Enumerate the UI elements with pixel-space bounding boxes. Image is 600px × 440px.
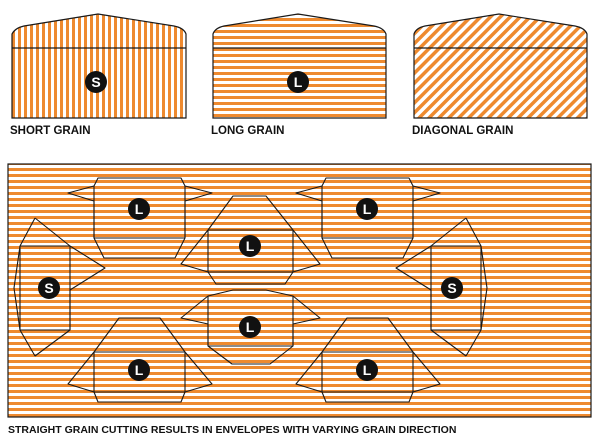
sheet-envelope-top-left [67,177,213,259]
caption-bottom: STRAIGHT GRAIN CUTTING RESULTS IN ENVELO… [8,424,456,436]
envelope-short-grain: S [11,13,187,119]
badge-left-short: S [38,277,60,299]
sheet-envelope-bottom-center [180,289,321,365]
svg-text:L: L [246,238,255,254]
long-grain-badge: L [287,71,309,93]
badge-top-center: L [239,235,261,257]
sheet-envelope-right-short [395,217,488,357]
badge-bottom-right: L [356,359,378,381]
caption-long-grain: LONG GRAIN [211,125,284,137]
sheet-envelope-bottom-left [67,317,213,403]
envelope-diagonal-grain [413,13,588,119]
short-grain-badge: S [85,71,107,93]
svg-text:L: L [135,362,144,378]
badge-top-right: L [356,198,378,220]
svg-text:L: L [363,201,372,217]
badge-top-left: L [128,198,150,220]
sheet-badges: L L L S S L L L [38,198,463,381]
svg-text:L: L [363,362,372,378]
sheet-envelope-left-short [13,217,106,357]
svg-text:S: S [447,280,456,296]
svg-text:L: L [135,201,144,217]
sheet-envelope-top-center [180,195,321,285]
svg-text:S: S [44,280,53,296]
svg-text:L: L [294,74,303,90]
cutting-sheet: L L L S S L L L [7,163,592,418]
sheet-envelope-bottom-right [295,317,441,403]
badge-right-short: S [441,277,463,299]
svg-text:S: S [91,74,100,90]
svg-text:L: L [246,319,255,335]
badge-bottom-center: L [239,316,261,338]
caption-short-grain: SHORT GRAIN [10,125,91,137]
badge-bottom-left: L [128,359,150,381]
caption-diagonal-grain: DIAGONAL GRAIN [412,125,513,137]
sheet-envelope-top-right [295,177,441,259]
envelope-long-grain: L [212,13,387,119]
